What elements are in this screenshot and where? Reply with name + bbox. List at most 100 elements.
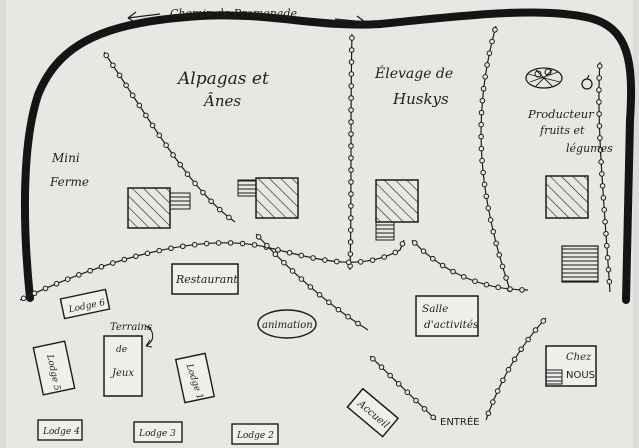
fence-post	[348, 155, 354, 161]
fence-post	[483, 281, 490, 288]
fence-post	[116, 72, 123, 79]
shelter-mini-farm	[127, 187, 191, 229]
fence-post	[348, 131, 354, 137]
fence-post	[168, 245, 174, 252]
fence-post	[392, 249, 399, 256]
fence-post	[503, 275, 509, 281]
fence-post	[596, 111, 602, 117]
playground-label-line1: Terrains	[110, 322, 152, 333]
fence-post	[486, 50, 493, 57]
fence-post	[144, 250, 151, 257]
fence-post	[307, 284, 314, 290]
fence-post	[479, 97, 486, 104]
animation-label: animation	[262, 320, 313, 331]
fence-post	[347, 227, 354, 233]
fence-post	[348, 83, 355, 89]
huskies-title-line2: Huskys	[392, 90, 449, 108]
fence-post	[203, 240, 210, 247]
apple-icon	[581, 74, 593, 90]
fence-post	[184, 171, 191, 177]
producer-title-line2: fruits et	[539, 124, 585, 137]
fence-post	[216, 206, 223, 213]
fence-post	[485, 205, 492, 211]
fence-post	[348, 143, 354, 149]
fence-post	[489, 38, 495, 45]
fence-post	[492, 27, 498, 33]
fence-post	[480, 85, 487, 92]
fence-post	[348, 47, 355, 53]
fence-post	[378, 364, 385, 370]
activities-room-line1: Salle	[422, 303, 448, 315]
fence-post	[348, 203, 354, 209]
fence-post	[597, 135, 603, 141]
fence-post	[606, 278, 613, 285]
fence-post	[208, 198, 214, 205]
fence-post	[348, 59, 355, 65]
fence-post	[357, 259, 364, 265]
fence-post	[289, 268, 296, 274]
lodge-6: Lodge 6	[59, 288, 111, 320]
fence-post	[129, 92, 136, 99]
playground-label-line2: de	[116, 345, 127, 355]
arrow-left-icon	[127, 11, 137, 24]
fence-post	[494, 388, 501, 394]
fence-post	[347, 239, 354, 245]
fence-post	[421, 406, 428, 412]
fence-post	[490, 228, 497, 235]
fence-post	[478, 133, 484, 140]
fence-post	[598, 159, 604, 165]
fence-post	[110, 260, 116, 266]
fence-post	[348, 215, 354, 221]
fence-post	[20, 295, 27, 302]
fence-post	[298, 252, 305, 259]
fence-post	[123, 82, 129, 89]
fence-post	[604, 242, 610, 249]
fence-post	[98, 263, 105, 270]
fence-post	[226, 214, 232, 221]
fence-post	[345, 259, 352, 266]
fence-post	[103, 52, 110, 59]
fence-post	[348, 191, 354, 197]
fence-post	[495, 284, 501, 291]
fence-post	[596, 63, 603, 69]
fence-post	[601, 207, 608, 213]
fence-post	[599, 183, 606, 189]
fence-post	[348, 95, 354, 101]
fence-post	[482, 74, 488, 80]
fence-post	[370, 355, 376, 362]
fence-post	[369, 257, 376, 263]
fence-post	[348, 119, 354, 125]
fence-post	[136, 102, 143, 109]
fence-post	[511, 356, 518, 363]
top-path-label: Chemin de Promenade	[170, 7, 297, 20]
fence-post	[156, 132, 163, 139]
lodge-5: Lodge 5	[32, 340, 76, 396]
activities-room	[415, 295, 479, 337]
fence-post	[499, 263, 506, 270]
fence-post	[479, 157, 485, 164]
fence-post	[532, 327, 539, 333]
fence-lines	[19, 25, 613, 421]
fence-post	[179, 243, 186, 250]
playground-label-line3: Jeux	[110, 368, 134, 379]
fence-post	[597, 147, 604, 153]
fence-post	[215, 240, 222, 246]
fence-post	[170, 152, 176, 158]
fence-post	[487, 217, 494, 223]
fence-post	[76, 272, 82, 278]
fence-post	[149, 122, 156, 129]
lodge-4-label: Lodge 4	[42, 427, 80, 437]
enclosure-border	[20, 8, 636, 304]
fence-post	[596, 99, 602, 105]
fence-post	[156, 247, 162, 254]
fence-post	[604, 254, 611, 261]
fence-post	[31, 290, 38, 297]
fence-post	[413, 397, 419, 404]
restaurant-label: Restaurant	[175, 273, 238, 286]
lodge-2-label: Lodge 2	[236, 431, 274, 441]
fence-post	[518, 346, 524, 353]
fence-post	[121, 256, 128, 263]
fence-post	[500, 377, 506, 384]
home-label-line1: Chez	[566, 352, 592, 363]
fence-post	[485, 410, 492, 417]
